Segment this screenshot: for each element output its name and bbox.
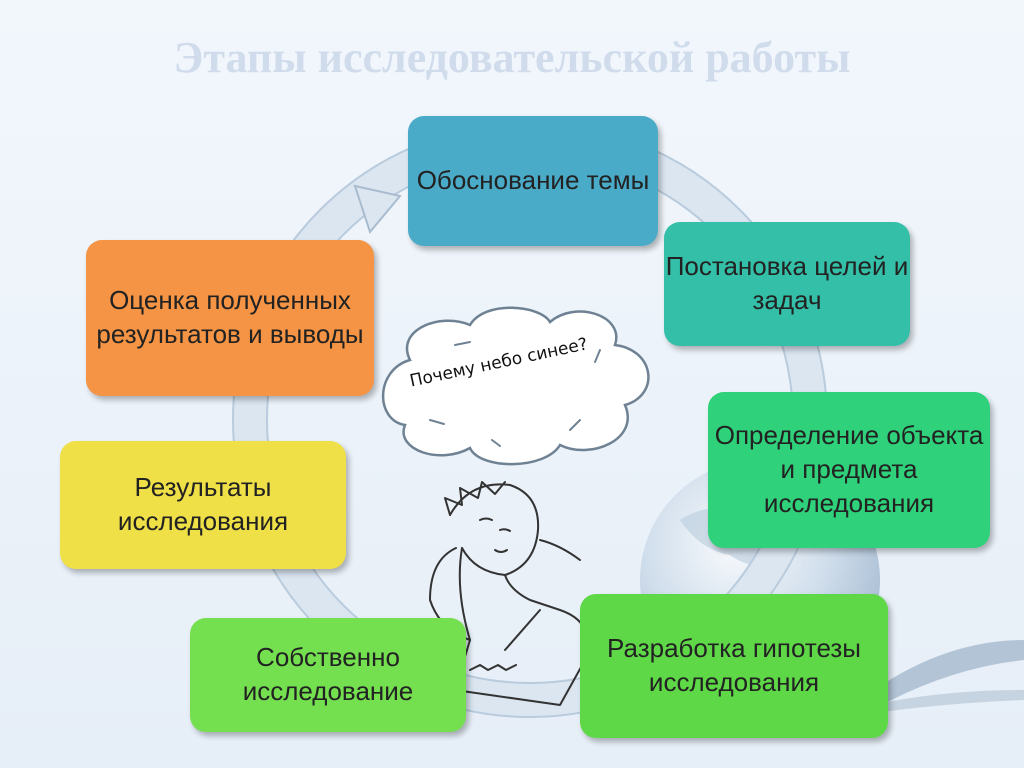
stage-research-itself: Собственно исследование — [190, 618, 466, 732]
stage-label: Постановка целей и задач — [665, 251, 909, 315]
stage-label: Оценка полученных результатов и выводы — [96, 285, 364, 349]
stage-label: Определение объекта и предмета исследова… — [714, 420, 984, 518]
stage-object-and-subject: Определение объекта и предмета исследова… — [708, 392, 990, 548]
stage-evaluation-and-conclusions: Оценка полученных результатов и выводы — [86, 240, 374, 396]
stage-goals-and-tasks: Постановка целей и задач — [664, 222, 910, 346]
stage-research-results: Результаты исследования — [60, 441, 346, 569]
cycle-arrow-icon — [353, 184, 402, 235]
stage-label: Результаты исследования — [117, 472, 289, 536]
feather-icon — [850, 640, 1024, 716]
stage-hypothesis: Разработка гипотезы исследования — [580, 594, 888, 738]
stage-topic-justification: Обоснование темы — [408, 116, 658, 246]
stage-label: Собственно исследование — [242, 642, 414, 706]
page-title: Этапы исследовательской работы — [173, 33, 851, 82]
thought-cloud-icon — [381, 306, 650, 466]
stage-label: Разработка гипотезы исследования — [607, 633, 861, 697]
stage-label: Обоснование темы — [416, 165, 650, 196]
